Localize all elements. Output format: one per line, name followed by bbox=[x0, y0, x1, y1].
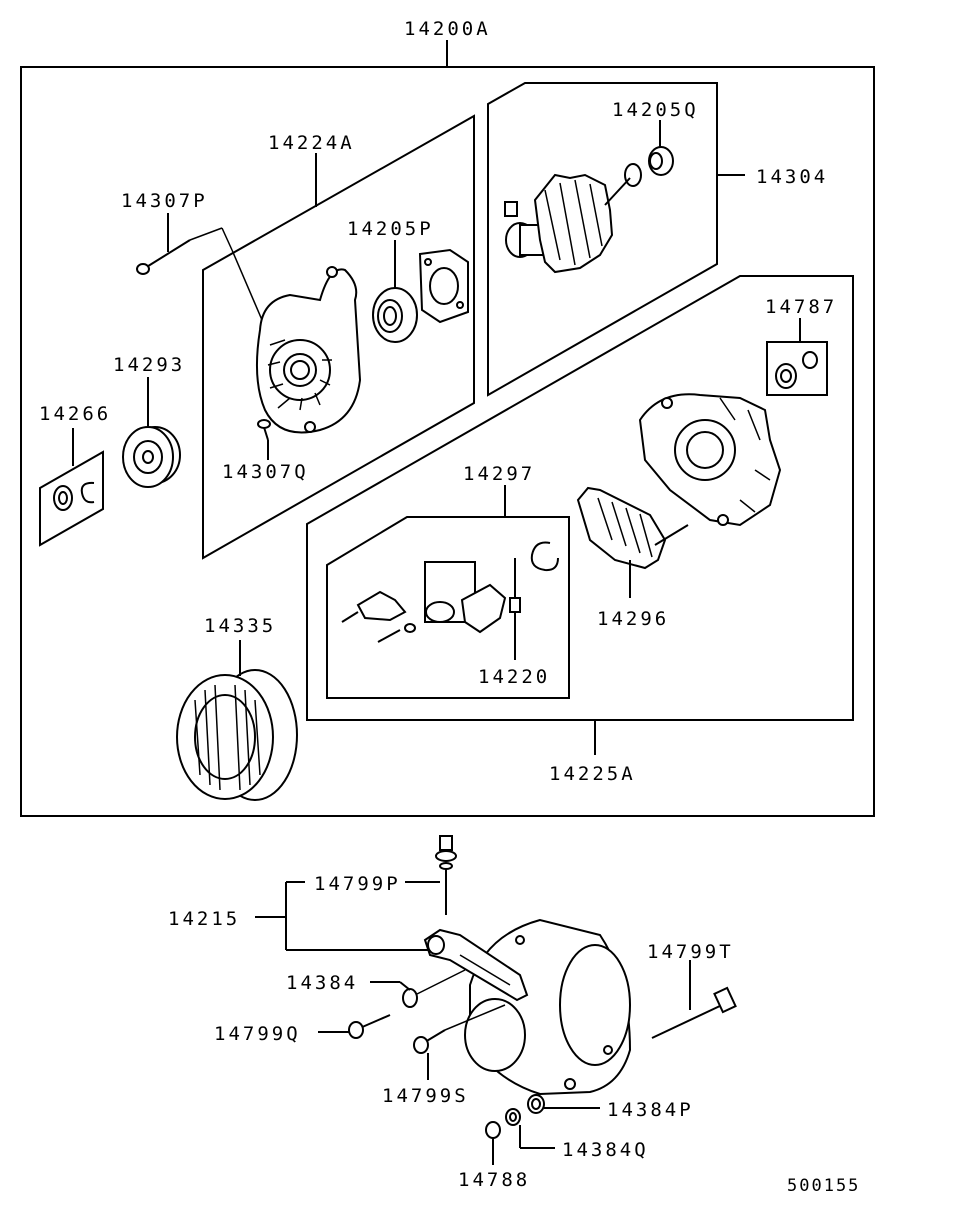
bearing-14205P bbox=[372, 248, 469, 343]
label-14799Q[interactable]: 14799Q bbox=[214, 1023, 301, 1045]
screw-14307Q bbox=[257, 419, 271, 441]
front-housing-box bbox=[202, 114, 475, 560]
washer-14384P bbox=[527, 1094, 545, 1114]
rear-housing-box bbox=[306, 275, 854, 721]
bracket-14215 bbox=[423, 928, 529, 1002]
label-14307Q[interactable]: 14307Q bbox=[222, 461, 309, 483]
nut-washer-14266 bbox=[53, 481, 95, 511]
label-14799P[interactable]: 14799P bbox=[314, 873, 401, 895]
label-14335[interactable]: 14335 bbox=[204, 615, 276, 637]
stator-14335 bbox=[176, 669, 298, 801]
rotor bbox=[504, 173, 631, 274]
label-14296[interactable]: 14296 bbox=[597, 608, 669, 630]
washer-14384Q bbox=[505, 1108, 521, 1126]
bolt-14799T bbox=[651, 986, 737, 1039]
label-14224A[interactable]: 14224A bbox=[268, 132, 355, 154]
label-14225A[interactable]: 14225A bbox=[549, 763, 636, 785]
front-housing bbox=[255, 266, 362, 434]
bolt-14307P bbox=[136, 227, 263, 321]
label-14799T[interactable]: 14799T bbox=[647, 941, 734, 963]
label-14787[interactable]: 14787 bbox=[765, 296, 837, 318]
bolt-14799Q bbox=[348, 1014, 391, 1039]
label-14788[interactable]: 14788 bbox=[458, 1169, 530, 1191]
label-14220[interactable]: 14220 bbox=[478, 666, 550, 688]
leader-14384-b bbox=[399, 981, 411, 991]
bearing-14205Q bbox=[624, 146, 674, 187]
label-14297[interactable]: 14297 bbox=[463, 463, 535, 485]
rear-housing bbox=[638, 393, 782, 527]
washer-14384 bbox=[402, 969, 466, 1008]
label-14215[interactable]: 14215 bbox=[168, 908, 240, 930]
label-14205P[interactable]: 14205P bbox=[347, 218, 434, 240]
label-14799S[interactable]: 14799S bbox=[382, 1085, 469, 1107]
nut-14788 bbox=[485, 1121, 501, 1139]
rotor-box bbox=[487, 82, 718, 397]
label-14384P[interactable]: 14384P bbox=[607, 1099, 694, 1121]
brush-holder-box bbox=[326, 516, 570, 699]
nut-washer-box bbox=[39, 450, 104, 547]
alternator-installed bbox=[464, 918, 632, 1096]
label-14384Q[interactable]: 14384Q bbox=[562, 1139, 649, 1161]
label-14266[interactable]: 14266 bbox=[39, 403, 111, 425]
bushing-box bbox=[766, 341, 828, 396]
stud-14799P bbox=[435, 835, 457, 915]
bushing-14787 bbox=[775, 351, 818, 389]
label-14304[interactable]: 14304 bbox=[756, 166, 828, 188]
label-14307P[interactable]: 14307P bbox=[121, 190, 208, 212]
bolt-14799S bbox=[413, 1004, 506, 1054]
figure-number: 500155 bbox=[787, 1176, 860, 1196]
label-14200A[interactable]: 14200A bbox=[404, 18, 491, 40]
pulley-14293 bbox=[122, 426, 181, 488]
brush-holder bbox=[341, 558, 521, 643]
rectifier-14296 bbox=[530, 486, 689, 572]
label-14205Q[interactable]: 14205Q bbox=[612, 99, 699, 121]
label-14293[interactable]: 14293 bbox=[113, 354, 185, 376]
label-14384[interactable]: 14384 bbox=[286, 972, 358, 994]
